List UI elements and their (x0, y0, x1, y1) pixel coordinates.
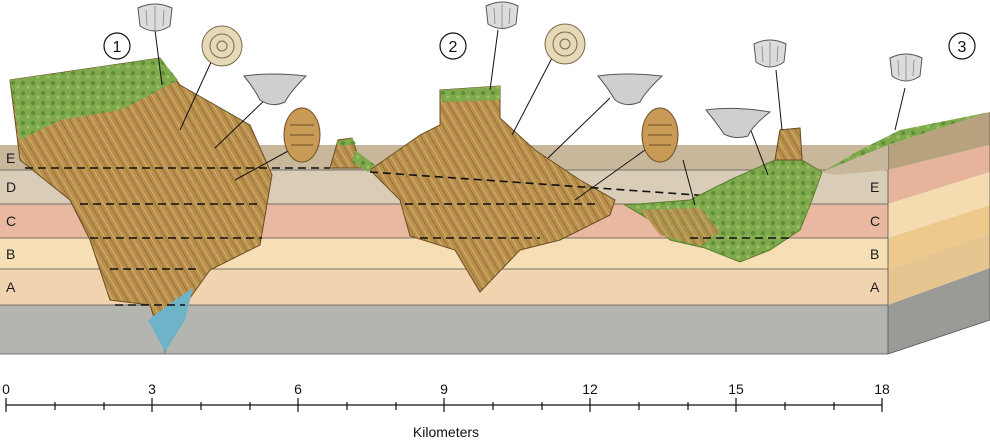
layer-label-B-left: B (6, 246, 15, 262)
site-1-canyon (9, 57, 330, 354)
brachiopod-icon (485, 1, 519, 91)
site-number-1: 1 (113, 39, 122, 56)
scale-tick-label: 18 (874, 381, 890, 397)
layer-label-E-left: E (6, 150, 15, 166)
scale-tick-label: 3 (148, 381, 156, 397)
scale-tick-label: 6 (294, 381, 302, 397)
trilobite-icon (574, 107, 679, 201)
ammonite-icon (179, 25, 243, 131)
site-3-valley (623, 112, 990, 263)
layer-label-E-right: E (870, 179, 879, 195)
site-number-3: 3 (958, 39, 967, 56)
scale-tick-label: 15 (728, 381, 744, 397)
site-number-2: 2 (449, 39, 458, 56)
basement-band (0, 305, 888, 354)
layer-label-B-right: B (870, 246, 879, 262)
scale-title: Kilometers (413, 424, 479, 440)
scale-bar: 0 3 6 9 12 15 18 Kilometers (2, 381, 890, 440)
block-side (887, 112, 990, 355)
ammonite-icon (511, 23, 586, 136)
layer-label-C-right: C (870, 213, 880, 229)
brachiopod-icon (753, 39, 787, 131)
layer-label-A-left: A (6, 279, 16, 295)
scale-tick-label: 12 (582, 381, 598, 397)
layer-label-D-left: D (6, 179, 16, 195)
trilobite-icon (234, 107, 321, 181)
layer-labels-left: E D C B A (6, 150, 16, 295)
layer-labels-right: E C B A (870, 179, 880, 295)
spiriferid-icon (214, 73, 308, 149)
site-marker-2: 2 (439, 32, 467, 60)
scale-tick-label: 0 (2, 381, 10, 397)
site-marker-1: 1 (103, 32, 131, 60)
layer-label-A-right: A (870, 279, 880, 295)
brachiopod-icon (137, 3, 173, 86)
brachiopod-icon (889, 53, 923, 131)
site-marker-3: 3 (948, 32, 976, 60)
spiriferid-icon (547, 73, 664, 159)
spiriferid-icon (705, 107, 772, 176)
scale-tick-label: 9 (440, 381, 448, 397)
layer-label-C-left: C (6, 213, 16, 229)
